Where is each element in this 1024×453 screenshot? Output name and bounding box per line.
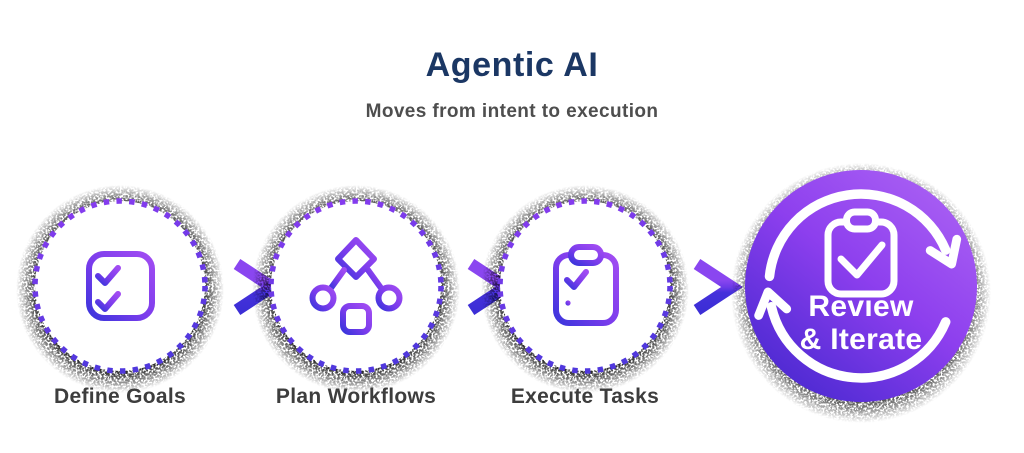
step-node-define-goals bbox=[10, 176, 230, 401]
step-label-execute-tasks: Execute Tasks bbox=[510, 385, 660, 408]
step-circle bbox=[500, 201, 670, 371]
step-label-define-goals: Define Goals bbox=[54, 385, 186, 408]
page-subtitle: Moves from intent to execution bbox=[365, 101, 659, 123]
step-node-execute-tasks bbox=[475, 176, 695, 401]
review-label-line2: & Iterate bbox=[800, 323, 923, 356]
step-node-plan-workflows bbox=[246, 176, 466, 401]
step-node-review-iterate: Review & Iterate bbox=[721, 146, 1001, 431]
clipboard-list-icon bbox=[553, 244, 619, 326]
cycle-arrows-icon bbox=[754, 189, 962, 383]
review-label-line1: Review bbox=[808, 290, 914, 323]
plan-workflows-circle bbox=[252, 185, 460, 393]
define-goals-circle bbox=[16, 185, 224, 393]
clipboard-check-icon bbox=[824, 208, 898, 298]
workflow-tree-icon bbox=[309, 237, 403, 335]
page-title: Agentic AI bbox=[425, 46, 599, 84]
checklist-icon bbox=[86, 251, 155, 321]
review-iterate-circle: Review & Iterate bbox=[731, 163, 991, 423]
review-circle bbox=[745, 170, 977, 402]
header: Agentic AI Moves from intent to executio… bbox=[0, 46, 1024, 123]
execute-tasks-circle bbox=[481, 185, 689, 393]
step-label-plan-workflows: Plan Workflows bbox=[275, 385, 437, 408]
step-circle bbox=[35, 201, 205, 371]
